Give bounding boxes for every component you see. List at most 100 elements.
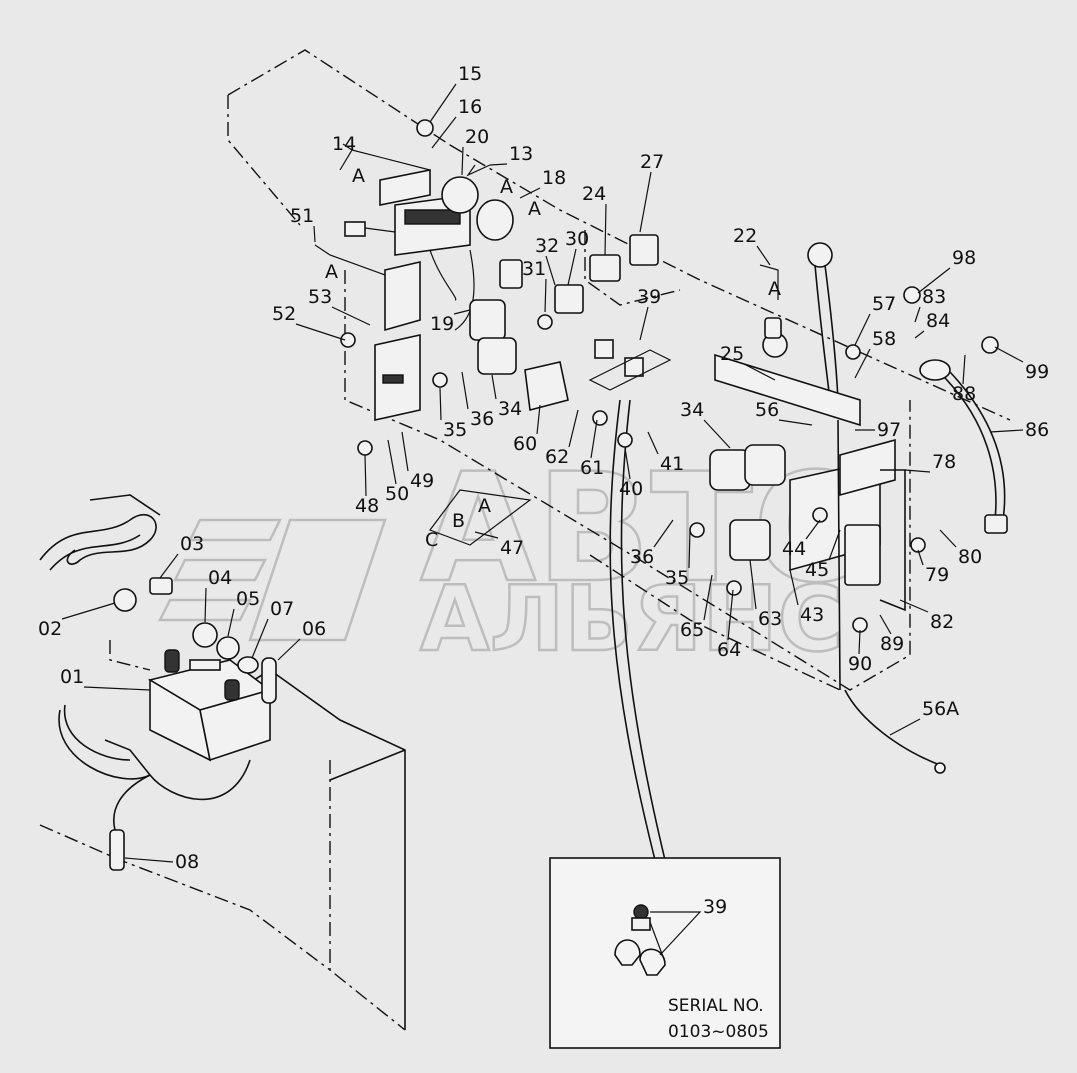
part-label-41: 41 (660, 453, 684, 475)
part-label-18: 18 (542, 167, 566, 189)
leader-line-32 (545, 255, 556, 286)
control-box (709, 353, 906, 691)
part-label-58: 58 (872, 328, 896, 350)
leader-line-49 (401, 431, 409, 472)
leader-line-43 (789, 569, 799, 606)
leader-line-64 (727, 589, 734, 641)
leader-line-45 (828, 529, 841, 561)
part-label-44: 44 (782, 538, 806, 560)
part-label-07: 07 (270, 598, 294, 620)
group-brackets: A A A A A A B C (314, 149, 781, 551)
leader-line-36 (653, 519, 674, 548)
part-label-13: 13 (509, 143, 533, 165)
inset-panel: 39 SERIAL NO. 0103~0805 (549, 857, 781, 1049)
watermark-line2: АЛЬЯНС (420, 567, 844, 672)
leader-line-35 (688, 529, 691, 569)
leader-line-08 (124, 857, 174, 863)
part-label-86: 86 (1025, 419, 1049, 441)
leader-line-40 (624, 447, 631, 480)
leader-line-34 (703, 419, 731, 449)
leader-lines (61, 83, 1024, 863)
part-label-64: 64 (717, 639, 741, 661)
part-label-48: 48 (355, 495, 379, 517)
leader-line-07 (251, 618, 269, 659)
leader-line-22 (756, 245, 771, 266)
leader-line-98 (917, 267, 951, 294)
serial-range: 0103~0805 (668, 1022, 769, 1042)
part-label-62: 62 (545, 446, 569, 468)
harness-loop (39, 494, 161, 571)
leader-line-47 (474, 531, 499, 539)
leader-line-39 (639, 306, 649, 341)
leader-line-02 (61, 602, 116, 620)
leader-line-65 (703, 574, 713, 621)
leader-line-89 (879, 614, 892, 635)
leader-line-57 (854, 313, 871, 346)
part-label-80: 80 (958, 546, 982, 568)
leader-line-44 (805, 519, 821, 540)
leader-line-99 (994, 346, 1024, 363)
part-label-89: 89 (880, 633, 904, 655)
leader-line-48 (364, 454, 367, 497)
leader-line-30 (567, 248, 577, 286)
part-label-53: 53 (308, 286, 332, 308)
part-label-02: 02 (38, 618, 62, 640)
leader-line-51 (313, 225, 316, 243)
part-label-60: 60 (513, 433, 537, 455)
key-and-lever (762, 242, 839, 401)
watermark-logo-icon (157, 518, 387, 642)
part-label-35: 35 (665, 567, 689, 589)
cable-56a (844, 689, 946, 774)
leader-line-18 (519, 187, 541, 199)
leader-line-58 (854, 348, 871, 379)
leader-line-19 (453, 309, 471, 315)
leader-line-56 (778, 419, 813, 426)
leader-line-62 (568, 409, 579, 448)
middle-parts (469, 234, 672, 412)
leader-line-15 (429, 83, 457, 123)
group-a-14: A (352, 165, 365, 187)
leader-line-79 (917, 549, 924, 566)
part-label-88: 88 (952, 383, 976, 405)
part-label-01: 01 (60, 666, 84, 688)
part-label-40: 40 (619, 478, 643, 500)
part-label-65: 65 (680, 619, 704, 641)
leader-line-56A (889, 718, 921, 736)
battery-cable (58, 704, 251, 871)
part-label-61: 61 (580, 457, 604, 479)
part-label-57: 57 (872, 293, 896, 315)
part-label-22: 22 (733, 225, 757, 247)
group-a-13: A (500, 176, 513, 198)
part-label-27: 27 (640, 151, 664, 173)
part-label-79: 79 (925, 564, 949, 586)
part-label-83: 83 (922, 286, 946, 308)
leader-line-16 (431, 116, 457, 149)
leader-line-36 (461, 371, 469, 410)
part-label-51: 51 (290, 205, 314, 227)
part-label-14: 14 (332, 133, 356, 155)
leader-line-90 (858, 629, 861, 655)
machine-outline (39, 49, 1011, 1031)
inset-frame (549, 857, 781, 1049)
part-label-52: 52 (272, 303, 296, 325)
part-label-32: 32 (535, 235, 559, 257)
part-label-78: 78 (932, 451, 956, 473)
leader-line-80 (939, 529, 957, 548)
leader-line-60 (536, 404, 541, 435)
part-label-30: 30 (565, 228, 589, 250)
part-label-39: 39 (637, 286, 661, 308)
inset-label-39: 39 (703, 896, 727, 918)
group-b-47: B (452, 510, 465, 532)
group-a-22: A (768, 278, 781, 300)
leader-line-61 (590, 419, 598, 459)
part-label-49: 49 (410, 470, 434, 492)
leader-line-53 (331, 306, 371, 326)
leader-line-01 (83, 686, 151, 691)
leader-line-24 (604, 203, 607, 256)
part-label-36: 36 (470, 408, 494, 430)
part-label-35: 35 (443, 419, 467, 441)
part-label-05: 05 (236, 588, 260, 610)
part-label-19: 19 (430, 313, 454, 335)
